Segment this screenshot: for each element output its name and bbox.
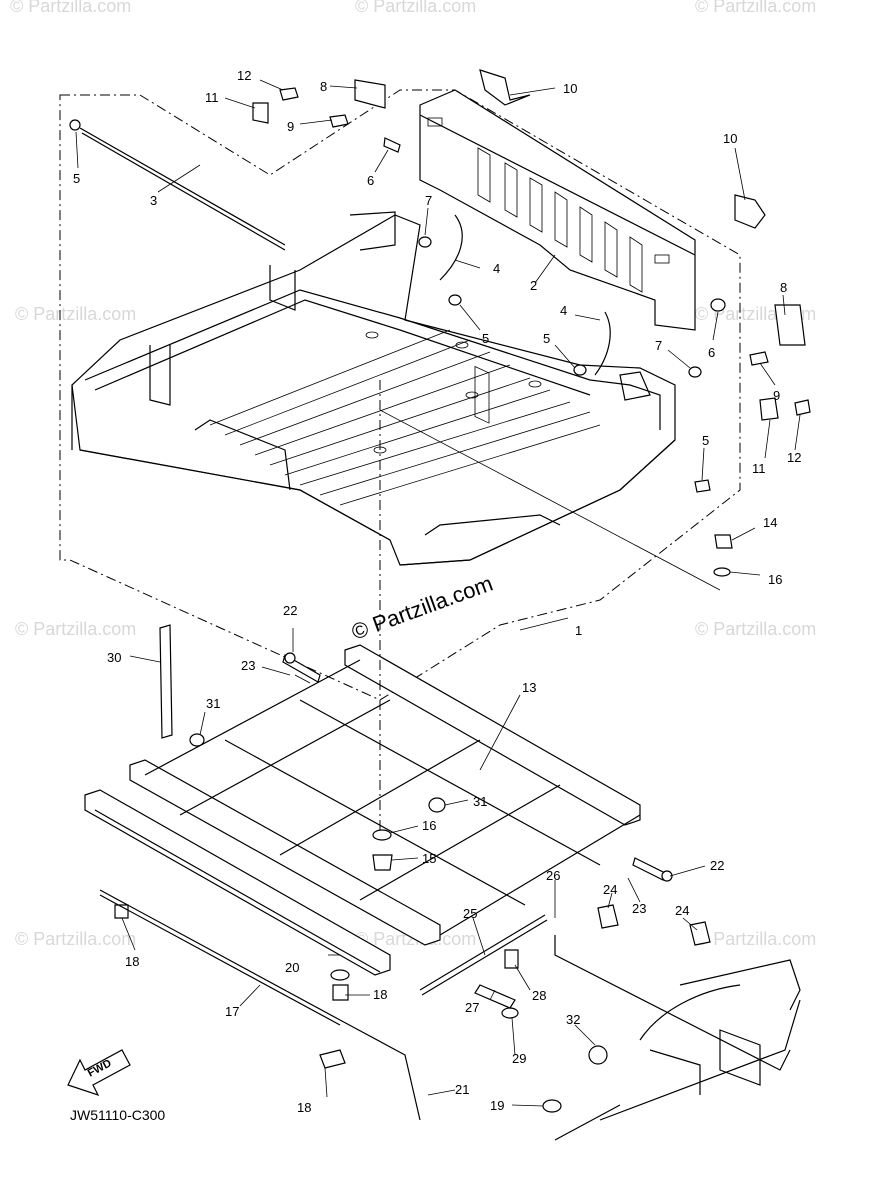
- callout-label: 6: [708, 345, 715, 360]
- cable-part-4: [439, 214, 463, 281]
- callout-label: 4: [493, 261, 500, 276]
- callout-label: 22: [710, 858, 724, 873]
- watermark-text: © Partzilla.com: [10, 0, 131, 16]
- callout-label: 10: [723, 131, 737, 146]
- cable-part-4: [594, 311, 611, 376]
- bed-assembly-outline: [59, 89, 741, 701]
- callout-label: 12: [787, 450, 801, 465]
- callout-label: 15: [422, 851, 436, 866]
- callout-label: 26: [546, 868, 560, 883]
- rod-part-3: [69, 119, 286, 251]
- callout-label: 5: [482, 331, 489, 346]
- leader-lines: [75, 79, 801, 1107]
- callout-label: 5: [73, 171, 80, 186]
- rod-part-17: [99, 889, 421, 1121]
- callout-label: 7: [655, 338, 662, 353]
- watermark-text: © Partzilla.com: [15, 619, 136, 639]
- callout-label: 16: [422, 818, 436, 833]
- callout-label: 16: [768, 572, 782, 587]
- callout-label: 3: [150, 193, 157, 208]
- callout-label: 23: [241, 658, 255, 673]
- callout-label: 18: [373, 987, 387, 1002]
- callout-label: 9: [773, 388, 780, 403]
- frame-hardware: [114, 624, 711, 1113]
- callout-label: 19: [490, 1098, 504, 1113]
- callout-label: 8: [780, 280, 787, 295]
- callout-label: 14: [763, 515, 777, 530]
- callout-label: 6: [367, 173, 374, 188]
- callout-label: 17: [225, 1004, 239, 1019]
- callout-label: 8: [320, 79, 327, 94]
- callout-label: 24: [675, 903, 689, 918]
- callout-labels: 1 2 3 4 4 5 5 5 5 6 6 7 7 8 8 9 9 10 10 …: [73, 68, 801, 1115]
- fwd-arrow-icon: FWD: [67, 1049, 131, 1097]
- callout-label: 18: [297, 1100, 311, 1115]
- callout-label: 32: [566, 1012, 580, 1027]
- tailgate: [419, 89, 696, 424]
- callout-label: 22: [283, 603, 297, 618]
- callout-label: 29: [512, 1051, 526, 1066]
- center-watermark: © Partzilla.com: [348, 571, 496, 645]
- callout-label: 11: [205, 90, 219, 105]
- callout-label: 10: [563, 81, 577, 96]
- callout-label: 7: [425, 193, 432, 208]
- callout-label: 31: [473, 794, 487, 809]
- callout-label: 24: [603, 882, 617, 897]
- watermark-text: © Partzilla.com: [15, 304, 136, 324]
- callout-label: 13: [522, 680, 536, 695]
- watermark-text: © Partzilla.com: [695, 929, 816, 949]
- hardware-parts: [252, 69, 811, 577]
- callout-label: 30: [107, 650, 121, 665]
- callout-label: 28: [532, 988, 546, 1003]
- callout-label: 23: [632, 901, 646, 916]
- bed-frame: [84, 644, 641, 976]
- callout-label: 21: [455, 1082, 469, 1097]
- callout-label: 1: [575, 623, 582, 638]
- callout-label: 5: [543, 331, 550, 346]
- callout-label: 25: [463, 906, 477, 921]
- watermark-text: © Partzilla.com: [355, 0, 476, 16]
- callout-label: 11: [752, 461, 766, 476]
- callout-label: 4: [560, 303, 567, 318]
- callout-label: 18: [125, 954, 139, 969]
- watermark-text: © Partzilla.com: [695, 0, 816, 16]
- cargo-bed: [71, 211, 676, 566]
- callout-label: 31: [206, 696, 220, 711]
- callout-label: 27: [465, 1000, 479, 1015]
- rod-part-25: [419, 914, 546, 991]
- callout-label: 20: [285, 960, 299, 975]
- watermark-text: © Partzilla.com: [695, 619, 816, 639]
- callout-label: 5: [702, 433, 709, 448]
- watermark-text: © Partzilla.com: [15, 929, 136, 949]
- callout-label: 12: [237, 68, 251, 83]
- callout-label: 2: [530, 278, 537, 293]
- callout-label: 9: [287, 119, 294, 134]
- diagram-code: JW51110-C300: [70, 1107, 165, 1123]
- vehicle-chassis: [554, 935, 801, 1141]
